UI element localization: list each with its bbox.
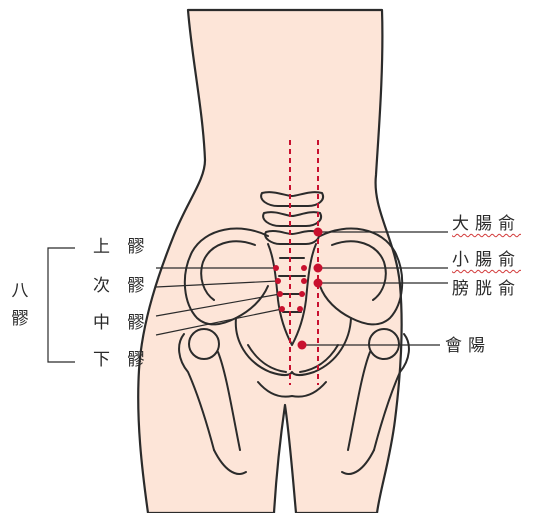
acupoint-huiyang	[298, 341, 307, 350]
group-title-baliao: 八髎	[10, 277, 30, 333]
body-silhouette	[138, 10, 401, 513]
label-zhongliao: 中 髎	[93, 313, 150, 333]
label-xiaochangshu: 小腸俞	[452, 250, 521, 270]
acupoint-xialiao-left	[279, 306, 285, 312]
acupoint-pangguangshu	[314, 279, 323, 288]
label-dachangshu: 大腸俞	[452, 214, 521, 234]
acupoint-zhongliao-left	[277, 291, 283, 297]
acupoint-shangliao-right	[301, 265, 307, 271]
acupoint-ciliao-left	[275, 278, 281, 284]
label-pangguangshu: 膀胱俞	[452, 279, 521, 299]
acupoint-dachangshu	[314, 228, 323, 237]
left-group-bracket	[48, 248, 75, 362]
label-huiyang: 會陽	[445, 336, 491, 356]
acupoint-ciliao-right	[301, 278, 307, 284]
acupoint-shangliao-left	[273, 265, 279, 271]
acupoint-zhongliao-right	[299, 291, 305, 297]
acupoint-xiaochangshu	[314, 264, 323, 273]
label-shangliao: 上 髎	[93, 237, 150, 257]
label-xialiao: 下 髎	[93, 350, 150, 370]
acupoint-xialiao-right	[297, 306, 303, 312]
label-ciliao: 次 髎	[93, 276, 150, 296]
